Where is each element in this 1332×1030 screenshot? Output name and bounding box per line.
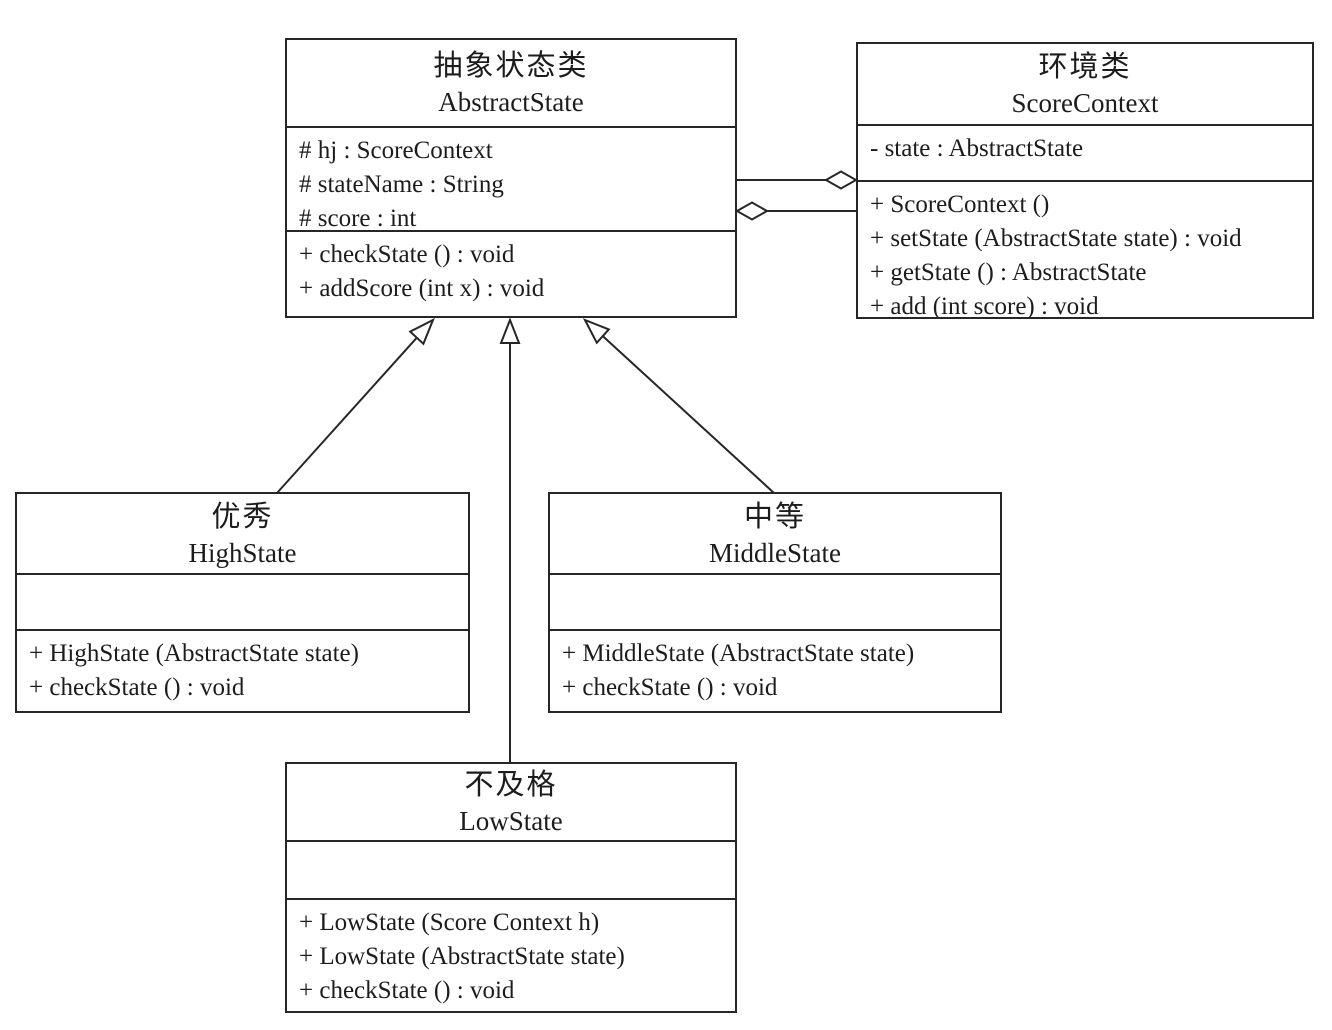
- class-box-low-state: 不及格 LowState + LowState (Score Context h…: [285, 762, 737, 1013]
- member-line: + checkState () : void: [562, 674, 778, 701]
- class-attributes: - state : AbstractState: [858, 126, 1312, 182]
- class-name-en: AbstractState: [438, 87, 584, 117]
- member-line: + add (int score) : void: [870, 293, 1099, 317]
- class-methods: + MiddleState (AbstractState state) + che…: [550, 631, 1000, 711]
- class-header: 不及格 LowState: [287, 764, 735, 842]
- class-name-en: ScoreContext: [1011, 88, 1159, 118]
- member-line: + ScoreContext (): [870, 191, 1050, 218]
- hollow-diamond-icon: [823, 170, 859, 190]
- member-line: + checkState () : void: [299, 241, 515, 268]
- class-methods: + checkState () : void + addScore (int x)…: [287, 232, 735, 316]
- class-attributes: [17, 575, 468, 631]
- member-line: + LowState (Score Context h): [299, 909, 600, 936]
- member-line: + LowState (AbstractState state): [299, 943, 625, 970]
- class-name-cn: 不及格: [464, 769, 558, 801]
- class-methods: + LowState (Score Context h) + LowState (…: [287, 900, 735, 1011]
- class-box-high-state: 优秀 HighState + HighState (AbstractState …: [15, 492, 470, 713]
- member-line: + MiddleState (AbstractState state): [562, 640, 915, 667]
- hollow-diamond-icon: [734, 201, 770, 221]
- hollow-triangle-arrowhead-icon: [408, 317, 435, 346]
- class-methods: + ScoreContext () + setState (AbstractSta…: [858, 182, 1312, 317]
- class-name-cn: 抽象状态类: [433, 50, 589, 82]
- class-box-score-context: 环境类 ScoreContext - state : AbstractState…: [856, 42, 1314, 319]
- member-line: # hj : ScoreContext: [299, 137, 493, 164]
- member-line: - state : AbstractState: [870, 135, 1084, 162]
- member-line: + setState (AbstractState state) : void: [870, 225, 1242, 252]
- member-line: # stateName : String: [299, 171, 504, 198]
- member-line: + getState () : AbstractState: [870, 259, 1147, 286]
- class-name-cn: 环境类: [1038, 51, 1132, 83]
- class-header: 中等 MiddleState: [550, 494, 1000, 575]
- generalization-line-highstate: [276, 337, 418, 494]
- hollow-triangle-arrowhead-icon: [582, 318, 611, 345]
- class-box-abstract-state: 抽象状态类 AbstractState # hj : ScoreContext#…: [285, 38, 737, 318]
- class-header: 环境类 ScoreContext: [858, 44, 1312, 126]
- class-name-en: HighState: [188, 537, 297, 568]
- class-name-cn: 中等: [743, 500, 806, 533]
- class-attributes: [550, 575, 1000, 631]
- member-line: + checkState () : void: [299, 977, 515, 1004]
- member-line: + checkState () : void: [29, 674, 245, 701]
- member-line: + HighState (AbstractState state): [29, 640, 359, 667]
- hollow-triangle-arrowhead-icon: [499, 317, 521, 344]
- class-box-middle-state: 中等 MiddleState + MiddleState (AbstractSt…: [548, 492, 1002, 713]
- class-name-cn: 优秀: [211, 500, 274, 533]
- class-header: 抽象状态类 AbstractState: [287, 40, 735, 128]
- member-line: + addScore (int x) : void: [299, 275, 545, 302]
- class-methods: + HighState (AbstractState state) + check…: [17, 631, 468, 711]
- class-name-en: LowState: [459, 806, 563, 836]
- class-attributes: [287, 842, 735, 900]
- class-name-en: MiddleState: [709, 537, 841, 568]
- member-line: # score : int: [299, 205, 417, 232]
- class-attributes: # hj : ScoreContext # stateName : String #…: [287, 128, 735, 232]
- class-header: 优秀 HighState: [17, 494, 468, 575]
- generalization-line-middlestate: [602, 335, 775, 494]
